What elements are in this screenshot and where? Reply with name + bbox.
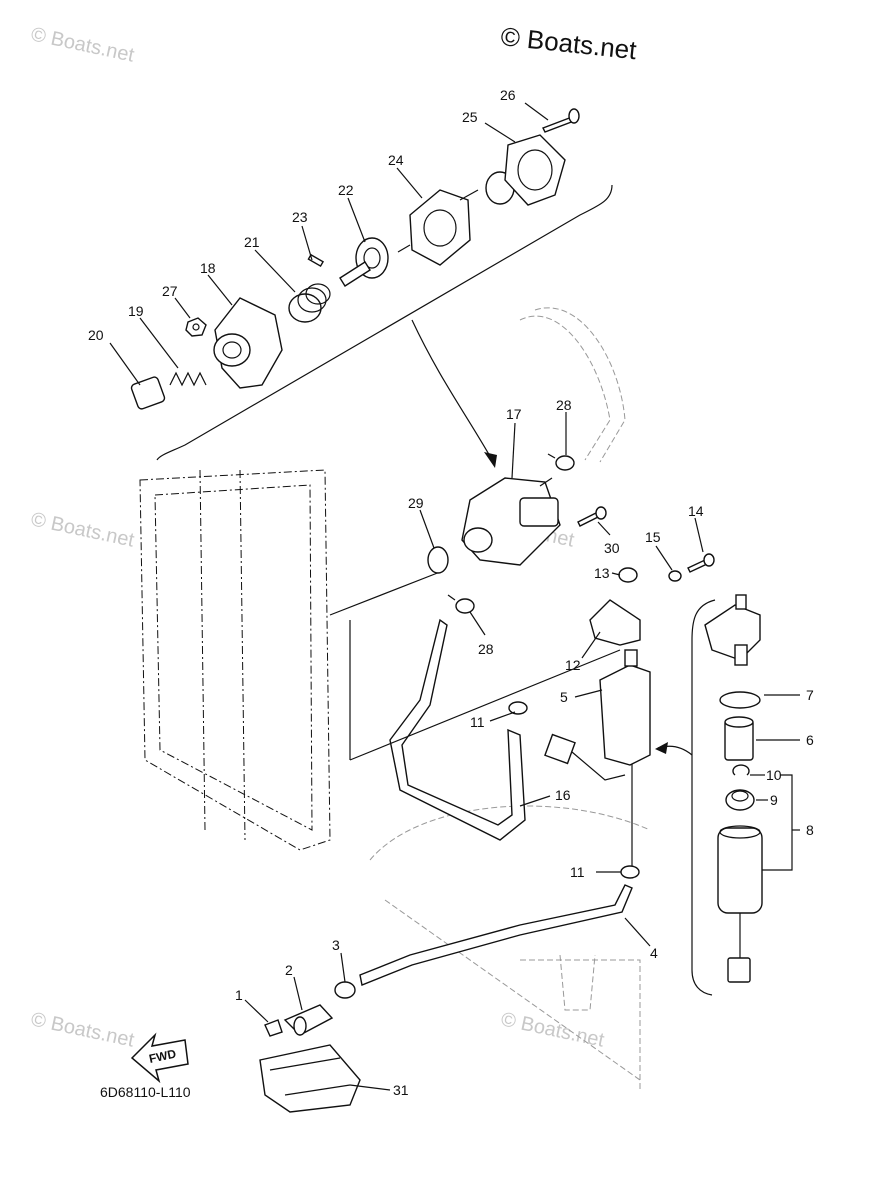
part-13-nut <box>618 567 638 583</box>
part-30-bolt <box>577 506 607 527</box>
lower-engine-outline <box>369 805 651 1090</box>
part-25-gasket <box>504 134 566 206</box>
part-24-cover <box>397 189 479 266</box>
connector <box>544 733 576 765</box>
part-26-screw <box>542 108 580 133</box>
callout-7: 7 <box>806 687 814 703</box>
callout-10: 10 <box>766 767 782 783</box>
callout-26: 26 <box>500 87 516 103</box>
leader-line <box>349 649 621 761</box>
hose-outline <box>519 315 611 461</box>
watermark: © Boats.net <box>29 1008 137 1051</box>
part-10-clip <box>732 764 750 776</box>
part-12-bracket <box>589 599 641 646</box>
part-29-o-ring <box>427 546 449 574</box>
callout-leaders <box>109 102 800 1091</box>
callout-18: 18 <box>200 260 216 276</box>
part-6-filter-element <box>724 716 754 761</box>
part-11-clip <box>508 701 528 715</box>
callout-31: 31 <box>393 1082 409 1098</box>
callout-23: 23 <box>292 209 308 225</box>
callout-11: 11 <box>470 714 485 730</box>
diagram-code: 6D68110-L110 <box>100 1084 191 1100</box>
part-31-cover <box>259 1044 361 1113</box>
part-20-cap <box>130 376 166 410</box>
detail-bracket <box>156 184 613 461</box>
part-23-pin <box>307 253 325 268</box>
callout-20: 20 <box>88 327 104 343</box>
callout-14: 14 <box>688 503 704 519</box>
part-14-bolt <box>687 553 715 573</box>
callout-2: 2 <box>285 962 293 978</box>
part-7-o-ring <box>719 691 761 709</box>
callout-4: 4 <box>650 945 658 961</box>
callout-30: 30 <box>604 540 620 556</box>
wire <box>571 751 626 781</box>
inset-bracket <box>691 599 716 996</box>
callout-27: 27 <box>162 283 178 299</box>
part-15-washer <box>668 570 682 582</box>
callout-9: 9 <box>770 792 778 808</box>
part-28-clip <box>447 594 475 614</box>
part-16-hose <box>389 618 526 841</box>
part-5-filter-body <box>599 649 651 766</box>
callout-8: 8 <box>806 822 814 838</box>
part-2-joint <box>283 1004 334 1036</box>
callout-11: 11 <box>570 864 585 880</box>
inset-filter-head <box>704 594 761 666</box>
fwd-label: FWD <box>148 1046 178 1065</box>
callout-3: 3 <box>332 937 340 953</box>
part-18-housing <box>213 297 283 389</box>
arrow-head <box>655 742 668 754</box>
watermark: © Boats.net <box>29 23 137 66</box>
callout-15: 15 <box>645 529 661 545</box>
callout-24: 24 <box>388 152 404 168</box>
group-bracket-8 <box>780 774 793 871</box>
callout-5: 5 <box>560 689 568 705</box>
part-9-nut <box>725 789 755 811</box>
part-11-clip <box>620 865 640 879</box>
callout-12: 12 <box>565 657 581 673</box>
callout-29: 29 <box>408 495 424 511</box>
part-8-filter-cup <box>717 825 763 983</box>
part-17-pump <box>461 477 561 566</box>
callout-13: 13 <box>594 565 610 581</box>
watermark: © Boats.net <box>499 1008 607 1051</box>
watermark: © Boats.net <box>29 508 137 551</box>
part-27-nut <box>185 317 207 337</box>
leader-line <box>329 571 441 616</box>
callout-17: 17 <box>506 406 522 422</box>
part-22-diaphragm <box>339 237 389 287</box>
callout-16: 16 <box>555 787 571 803</box>
copyright-text: © Boats.net <box>499 21 638 65</box>
part-3-clip <box>334 981 356 999</box>
hose-outline <box>534 307 626 463</box>
part-28-clip <box>547 453 575 471</box>
arrow-head <box>484 452 497 468</box>
part-1-screw <box>264 1019 283 1037</box>
callout-25: 25 <box>462 109 478 125</box>
callout-28: 28 <box>556 397 572 413</box>
detail-arrow <box>411 319 496 466</box>
fwd-arrow-icon: FWD <box>130 1032 189 1084</box>
part-19-spring <box>169 371 207 387</box>
part-21-spring <box>288 283 331 323</box>
callout-1: 1 <box>235 987 243 1003</box>
callout-28: 28 <box>478 641 494 657</box>
callout-6: 6 <box>806 732 814 748</box>
callout-21: 21 <box>244 234 260 250</box>
callout-19: 19 <box>128 303 144 319</box>
callout-22: 22 <box>338 182 354 198</box>
part-4-hose <box>359 884 633 986</box>
engine-block-outline <box>139 469 331 851</box>
